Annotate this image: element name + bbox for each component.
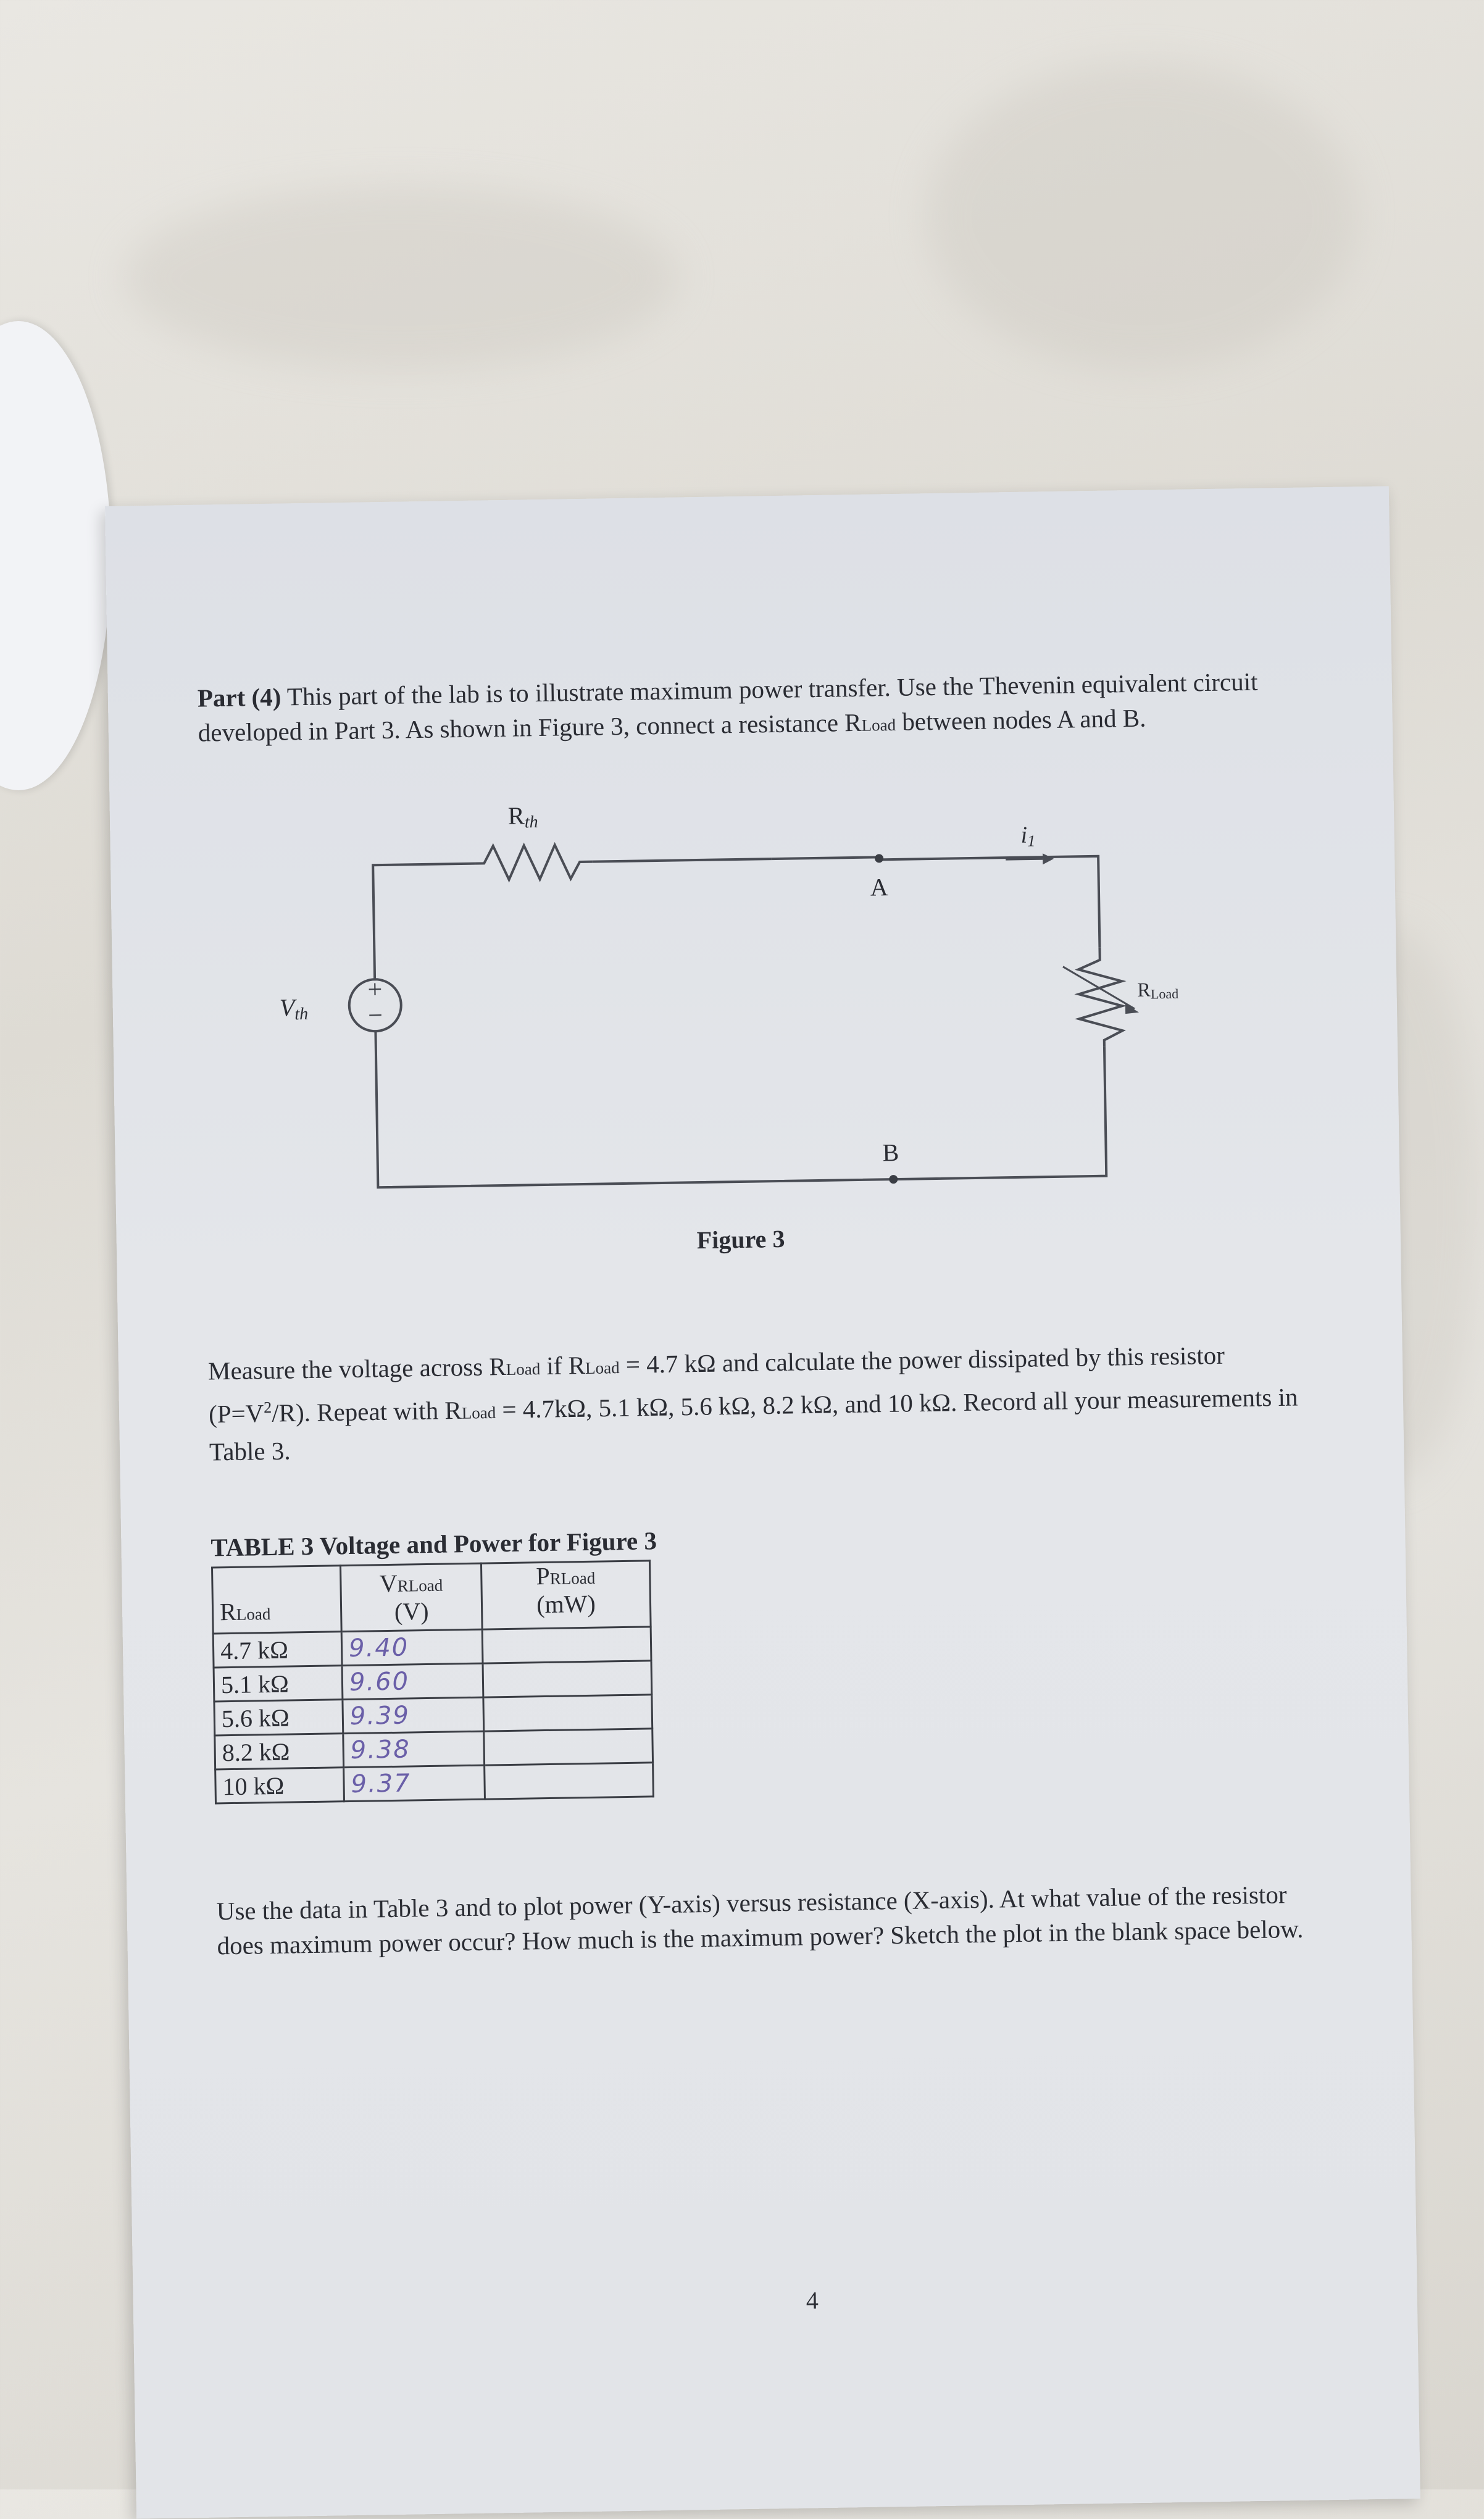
rth-resistor xyxy=(475,842,593,883)
voltage-cell[interactable]: 9.39 xyxy=(342,1697,484,1734)
rth-label: Rth xyxy=(508,801,538,832)
table-row: 10 kΩ 9.37 xyxy=(215,1762,654,1803)
node-b-label: B xyxy=(882,1138,899,1166)
node-a-label: A xyxy=(870,873,888,901)
left-wire-bottom xyxy=(374,1030,1108,1189)
table-header-row: RLoad VRLoad(V) PRLoad(mW) xyxy=(212,1560,651,1634)
voltage-cell[interactable]: 9.40 xyxy=(341,1629,483,1666)
power-cell[interactable] xyxy=(483,1660,652,1698)
rload-cell: 5.1 kΩ xyxy=(214,1665,343,1702)
measure-instructions: Measure the voltage across RLoad if RLoa… xyxy=(207,1340,1298,1466)
header-voltage: VRLoad(V) xyxy=(340,1563,483,1632)
rload-cell: 8.2 kΩ xyxy=(214,1733,344,1769)
rload-cell: 4.7 kΩ xyxy=(213,1631,343,1668)
vth-label: Vth xyxy=(279,993,308,1024)
rload-label: RLoad xyxy=(1137,978,1178,1002)
lab-page: Part (4) This part of the lab is to illu… xyxy=(105,486,1420,2519)
svg-text:−: − xyxy=(368,1001,383,1030)
rload-variable-arrow xyxy=(1062,966,1135,1010)
node-b-dot xyxy=(889,1175,898,1184)
page-number: 4 xyxy=(806,2286,819,2315)
measurement-table: RLoad VRLoad(V) PRLoad(mW) 4.7 kΩ 9.40 5… xyxy=(211,1560,654,1804)
sheet-fold-shadow xyxy=(926,62,1358,370)
current-arrow-head xyxy=(1043,853,1054,865)
voltage-cell[interactable]: 9.37 xyxy=(343,1765,485,1802)
power-cell[interactable] xyxy=(483,1728,653,1766)
vth-source-icon xyxy=(348,978,402,1033)
white-binder-edge xyxy=(0,321,111,790)
rload-cell: 10 kΩ xyxy=(215,1767,344,1803)
voltage-cell[interactable]: 9.38 xyxy=(343,1731,485,1768)
rload-cell: 5.6 kΩ xyxy=(214,1699,343,1736)
header-power: PRLoad(mW) xyxy=(481,1560,651,1630)
voltage-cell[interactable]: 9.60 xyxy=(342,1663,483,1700)
rth-to-a-wire xyxy=(592,858,772,863)
svg-text:+: + xyxy=(367,975,382,1004)
circuit-figure: + − Rth Vth i1 A B RLoad xyxy=(279,801,1178,1189)
rload-resistor xyxy=(1074,947,1127,1046)
figure-caption: Figure 3 xyxy=(696,1224,785,1255)
power-cell[interactable] xyxy=(483,1694,652,1732)
table-title: TABLE 3 Voltage and Power for Figure 3 xyxy=(211,1526,657,1562)
plot-instructions: Use the data in Table 3 and to plot powe… xyxy=(216,1880,1304,1960)
top-wire xyxy=(771,854,1101,948)
power-cell[interactable] xyxy=(484,1762,654,1800)
header-rload: RLoad xyxy=(212,1565,342,1634)
sheet-fold-shadow xyxy=(123,185,679,370)
current-label: i1 xyxy=(1020,822,1035,850)
node-a-dot xyxy=(875,854,884,863)
power-cell[interactable] xyxy=(482,1626,651,1664)
left-wire-top xyxy=(372,862,475,981)
